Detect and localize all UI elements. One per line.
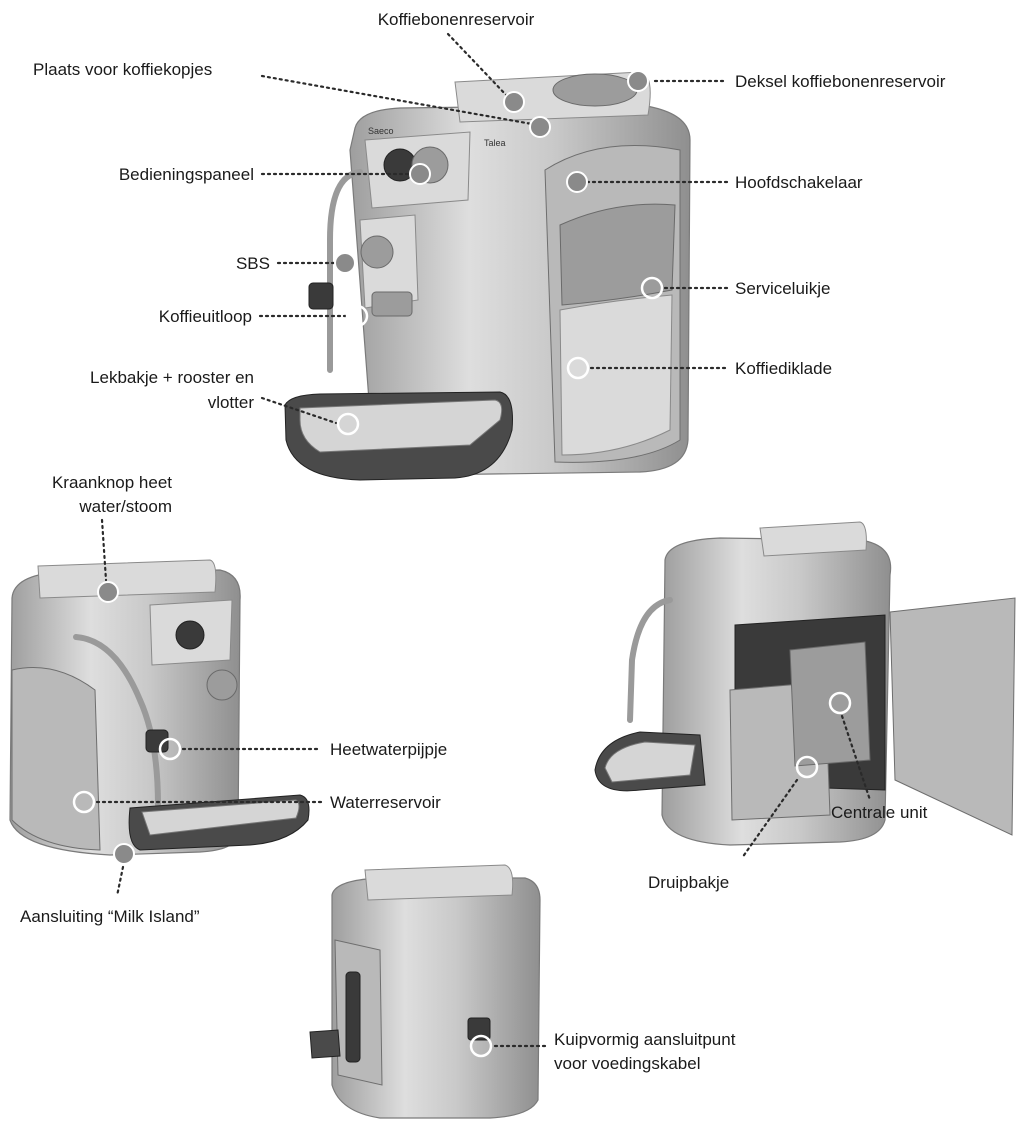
- label-koffieuitloop: Koffieuitloop: [159, 307, 252, 326]
- main-hopper-lid: [553, 74, 637, 106]
- left-dial: [207, 670, 237, 700]
- marker-sbs: [335, 253, 355, 273]
- label-centrale-unit: Centrale unit: [831, 803, 928, 822]
- main-sbs-knob: [361, 236, 393, 268]
- label-koffiebonenreservoir: Koffiebonenreservoir: [378, 10, 535, 29]
- label-aansluiting: Aansluiting “Milk Island”: [20, 907, 200, 926]
- label-plaats-kopjes: Plaats voor koffiekopjes: [33, 60, 212, 79]
- main-model-text: Talea: [484, 138, 506, 148]
- label-bedieningspaneel: Bedieningspaneel: [119, 165, 254, 184]
- marker-kraanknop: [98, 582, 118, 602]
- left-bean-hopper: [38, 560, 216, 598]
- left-machine-illustration: [10, 560, 309, 855]
- leader-aansluiting: [117, 867, 123, 896]
- main-grounds-drawer: [560, 295, 672, 455]
- main-machine-illustration: Saeco Talea: [285, 72, 690, 480]
- marker-koffiebonenreservoir: [504, 92, 524, 112]
- label-lekbakje-line2: vlotter: [208, 393, 255, 412]
- label-deksel: Deksel koffiebonenreservoir: [735, 72, 946, 91]
- label-kuipvormig-line1: Kuipvormig aansluitpunt: [554, 1030, 736, 1049]
- main-coffee-outlet: [372, 292, 412, 316]
- bottom-drip-tray-edge: [310, 1030, 340, 1058]
- label-lekbakje-line1: Lekbakje + rooster en: [90, 368, 254, 387]
- main-drip-grill: [300, 400, 502, 452]
- left-display: [176, 621, 204, 649]
- label-heetwaterpijpje: Heetwaterpijpje: [330, 740, 447, 759]
- left-side-panel: [12, 668, 100, 851]
- main-steam-handle: [309, 283, 333, 309]
- bottom-tank-window: [346, 972, 360, 1062]
- right-bean-hopper: [760, 522, 866, 556]
- label-kraanknop-line1: Kraanknop heet: [52, 473, 172, 492]
- label-kuipvormig-line2: voor voedingskabel: [554, 1054, 700, 1073]
- label-koffiediklade: Koffiediklade: [735, 359, 832, 378]
- marker-hoofdschakelaar: [567, 172, 587, 192]
- label-sbs: SBS: [236, 254, 270, 273]
- right-open-door: [890, 598, 1015, 835]
- right-machine-illustration: [595, 522, 1015, 845]
- marker-aansluiting: [114, 844, 134, 864]
- marker-deksel: [628, 71, 648, 91]
- main-brand-text: Saeco: [368, 126, 394, 136]
- bottom-bean-hopper: [365, 865, 513, 900]
- main-service-door: [560, 204, 675, 305]
- label-kraanknop-line2: water/stoom: [78, 497, 172, 516]
- label-druipbakje: Druipbakje: [648, 873, 729, 892]
- label-waterreservoir: Waterreservoir: [330, 793, 441, 812]
- label-serviceluikje: Serviceluikje: [735, 279, 830, 298]
- bottom-machine-illustration: [310, 865, 540, 1118]
- marker-bedieningspaneel: [410, 164, 430, 184]
- label-hoofdschakelaar: Hoofdschakelaar: [735, 173, 863, 192]
- marker-plaats-kopjes: [530, 117, 550, 137]
